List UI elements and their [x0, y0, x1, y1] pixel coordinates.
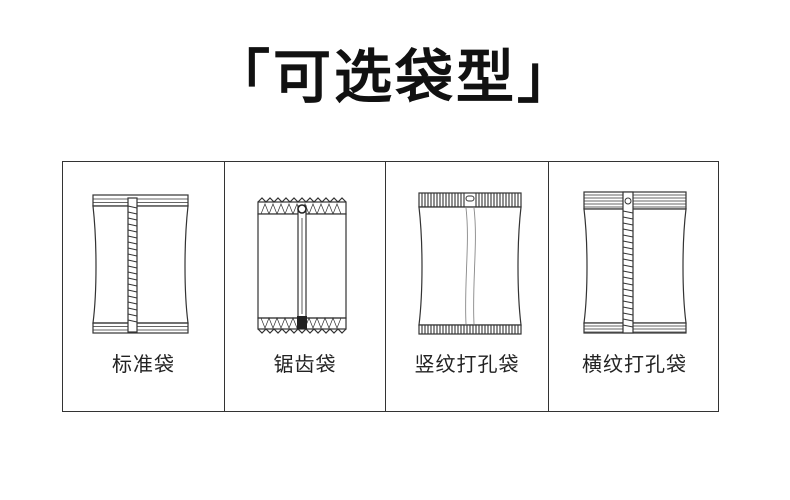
bag-type-label: 锯齿袋: [273, 352, 337, 376]
bag-type-label: 标准袋: [112, 352, 175, 376]
page-title: 「可选袋型」: [211, 43, 578, 111]
horizontal-stripe-punched-bag-icon: [583, 191, 687, 334]
bag-type-label: 横纹打孔袋: [582, 352, 687, 376]
bag-type-standard: 标准袋: [63, 162, 224, 411]
bag-type-vertical-stripe-punched: 竖纹打孔袋: [385, 162, 548, 411]
zigzag-bag-icon: [257, 197, 347, 334]
bag-type-panel: 标准袋 锯齿袋: [62, 161, 719, 412]
bag-type-zigzag: 锯齿袋: [224, 162, 385, 411]
standard-bag-icon: [92, 194, 189, 334]
bag-type-label: 竖纹打孔袋: [414, 352, 520, 376]
vertical-stripe-punched-bag-icon: [418, 192, 522, 335]
bag-type-horizontal-stripe-punched: 横纹打孔袋: [548, 162, 720, 411]
